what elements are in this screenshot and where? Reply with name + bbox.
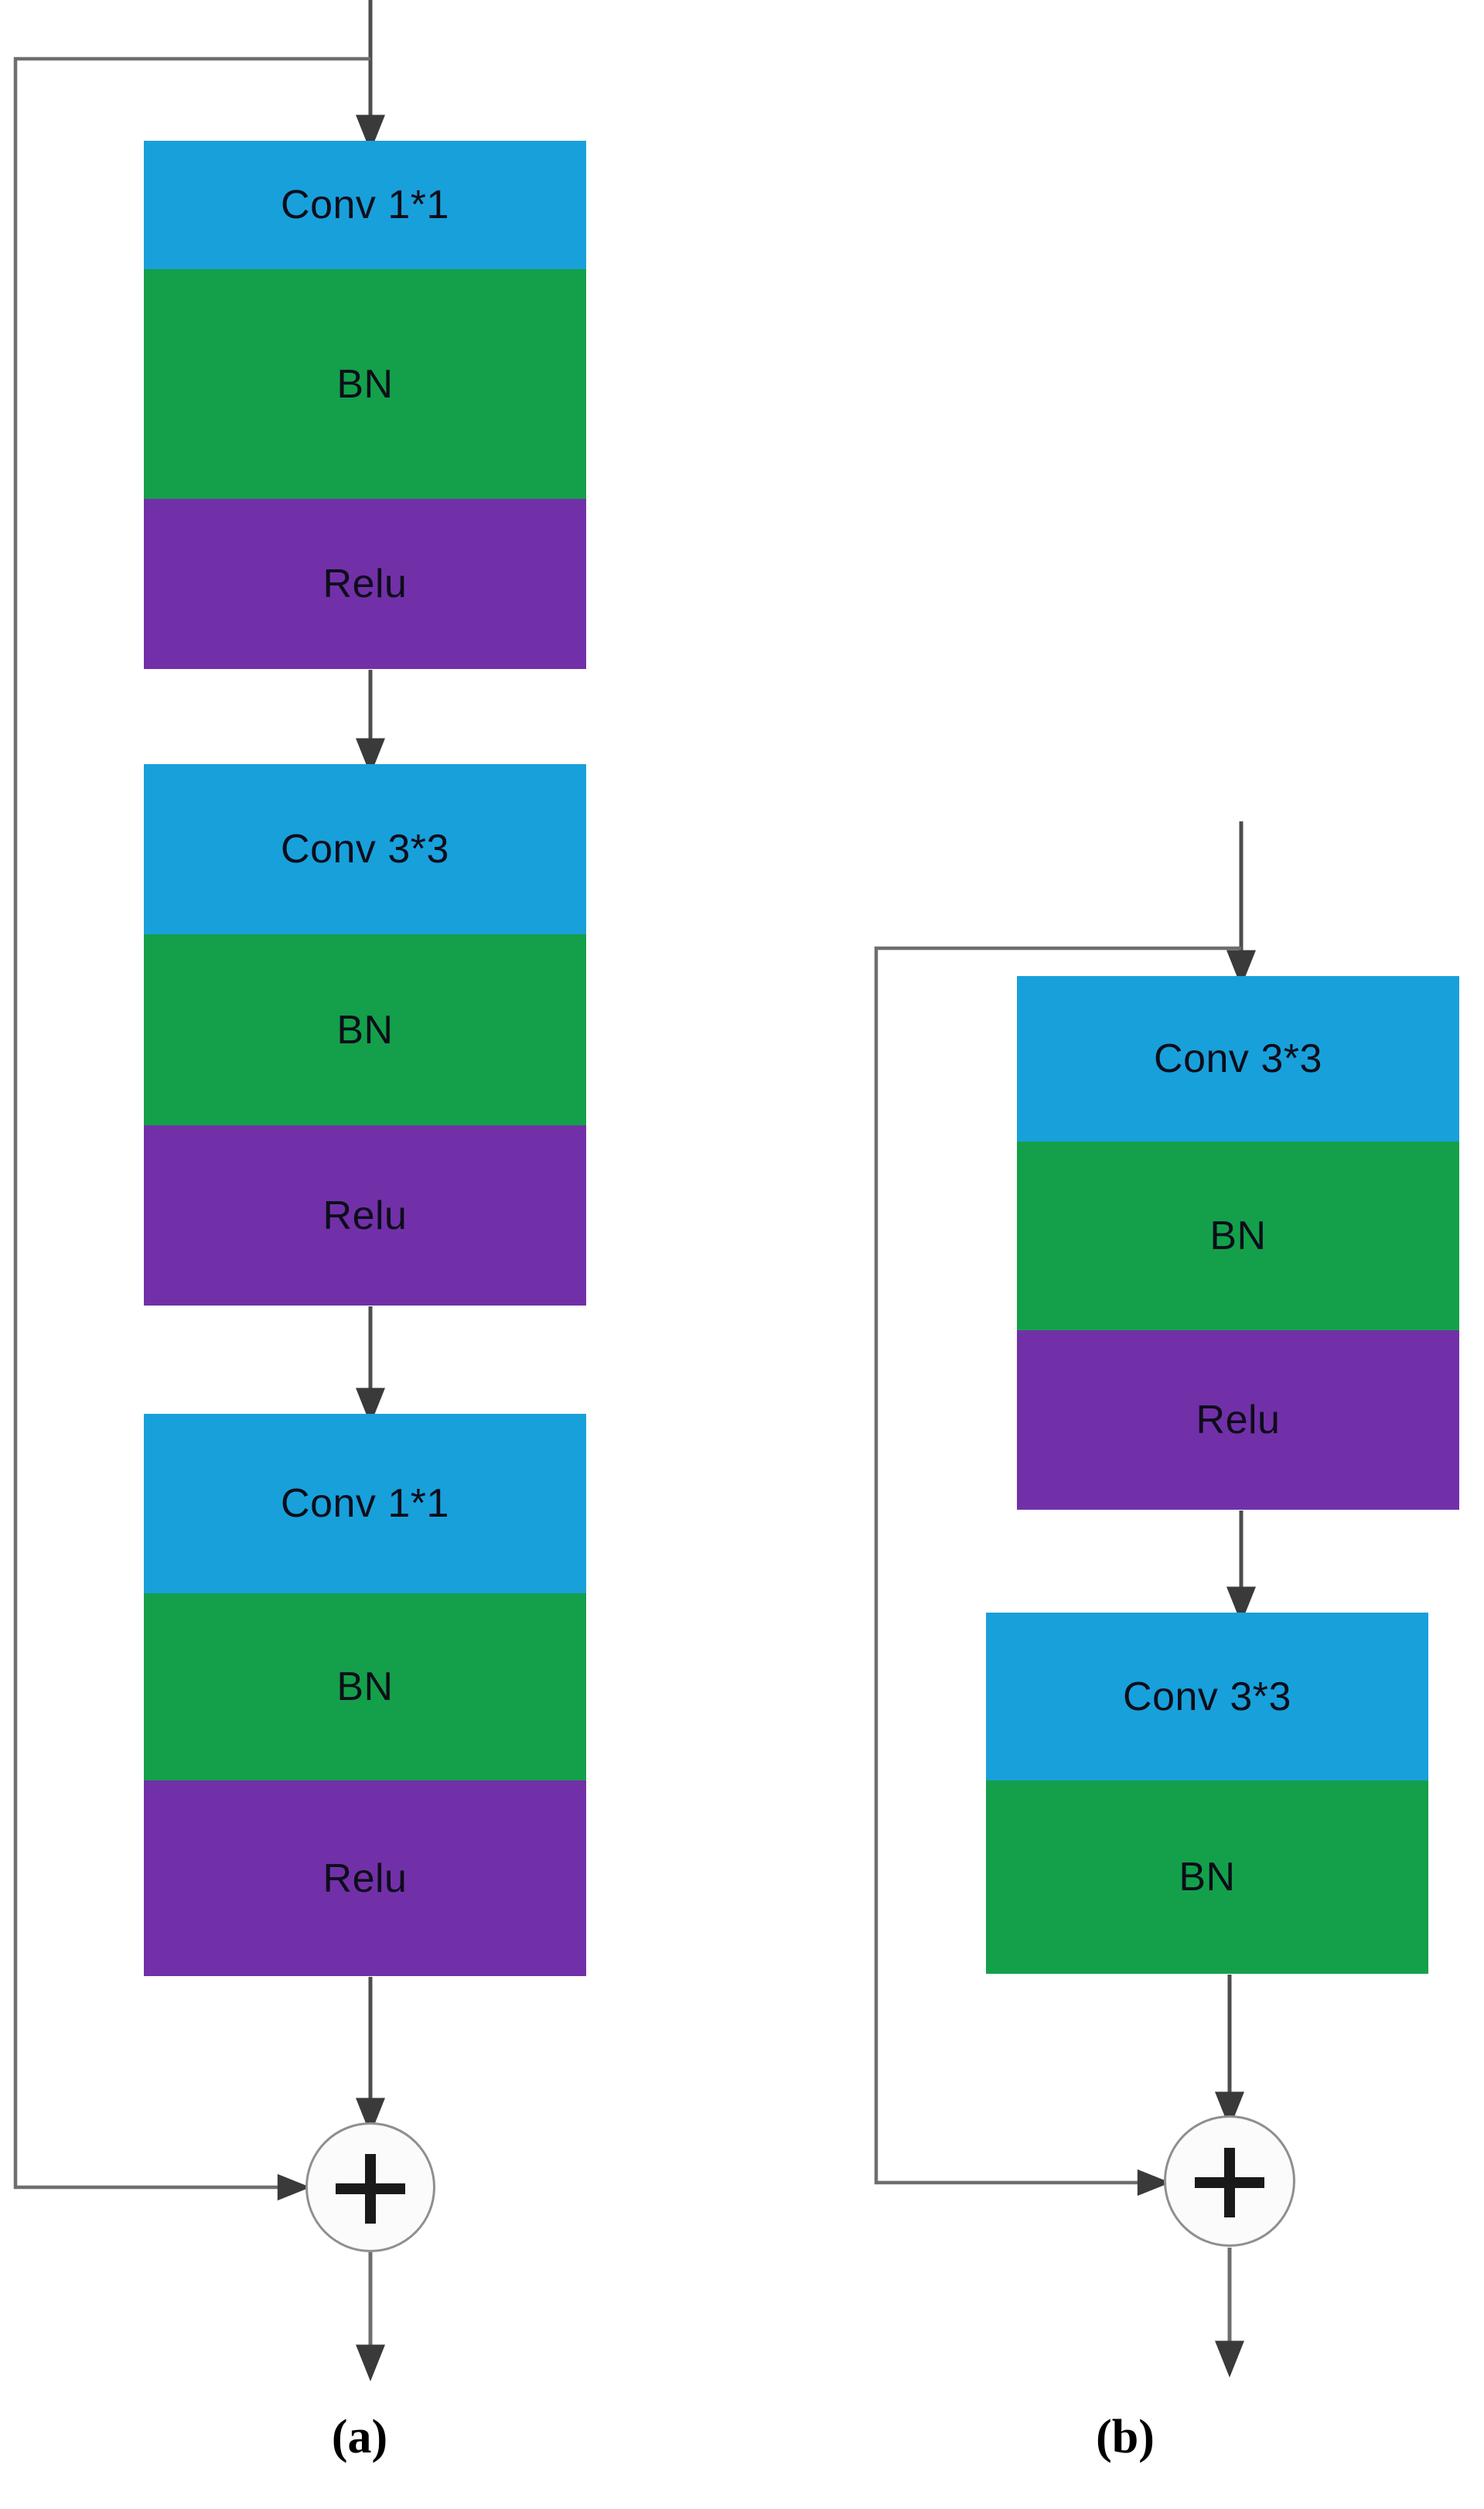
panel-label-a: (a): [331, 2411, 388, 2463]
bn-label: BN: [336, 1007, 394, 1053]
bn-segment[interactable]: BN: [144, 1593, 586, 1780]
bottleneck-block-1[interactable]: Conv 1*1 BN Relu: [144, 141, 586, 669]
plus-icon-vertical: [365, 2154, 376, 2224]
conv-3x3-label: Conv 3*3: [281, 827, 449, 872]
conv-1x1-label: Conv 1*1: [281, 1481, 449, 1526]
bn-label: BN: [336, 1664, 394, 1709]
conv-3x3-label: Conv 3*3: [1154, 1036, 1322, 1081]
basic-block-1[interactable]: Conv 3*3 BN Relu: [1017, 976, 1459, 1510]
relu-label: Relu: [1196, 1398, 1281, 1442]
conv-3x3-segment[interactable]: Conv 3*3: [1017, 976, 1459, 1142]
conv-1x1-label: Conv 1*1: [281, 183, 449, 227]
bottleneck-block-2[interactable]: Conv 3*3 BN Relu: [144, 764, 586, 1306]
bn-segment[interactable]: BN: [986, 1780, 1428, 1974]
basic-block-2[interactable]: Conv 3*3 BN: [986, 1613, 1428, 1974]
residual-add-node-b[interactable]: [1164, 2115, 1295, 2247]
conv-3x3-label: Conv 3*3: [1123, 1674, 1291, 1719]
relu-segment[interactable]: Relu: [1017, 1330, 1459, 1510]
relu-label: Relu: [322, 562, 408, 606]
conv-3x3-segment[interactable]: Conv 3*3: [986, 1613, 1428, 1780]
relu-label: Relu: [322, 1193, 408, 1238]
plus-icon-vertical: [1224, 2148, 1235, 2217]
bn-label: BN: [1179, 1855, 1236, 1900]
conv-1x1-segment[interactable]: Conv 1*1: [144, 1414, 586, 1593]
bn-segment[interactable]: BN: [1017, 1142, 1459, 1330]
panel-label-b: (b): [1096, 2411, 1155, 2463]
relu-label: Relu: [322, 1855, 408, 1901]
bottleneck-block-3[interactable]: Conv 1*1 BN Relu: [144, 1414, 586, 1976]
bn-segment[interactable]: BN: [144, 269, 586, 499]
bn-segment[interactable]: BN: [144, 934, 586, 1125]
bn-label: BN: [336, 361, 394, 407]
relu-segment[interactable]: Relu: [144, 1125, 586, 1306]
conv-3x3-segment[interactable]: Conv 3*3: [144, 764, 586, 934]
residual-add-node-a[interactable]: [305, 2122, 435, 2252]
relu-segment[interactable]: Relu: [144, 499, 586, 669]
conv-1x1-segment[interactable]: Conv 1*1: [144, 141, 586, 269]
bn-label: BN: [1209, 1214, 1267, 1258]
relu-segment[interactable]: Relu: [144, 1780, 586, 1976]
